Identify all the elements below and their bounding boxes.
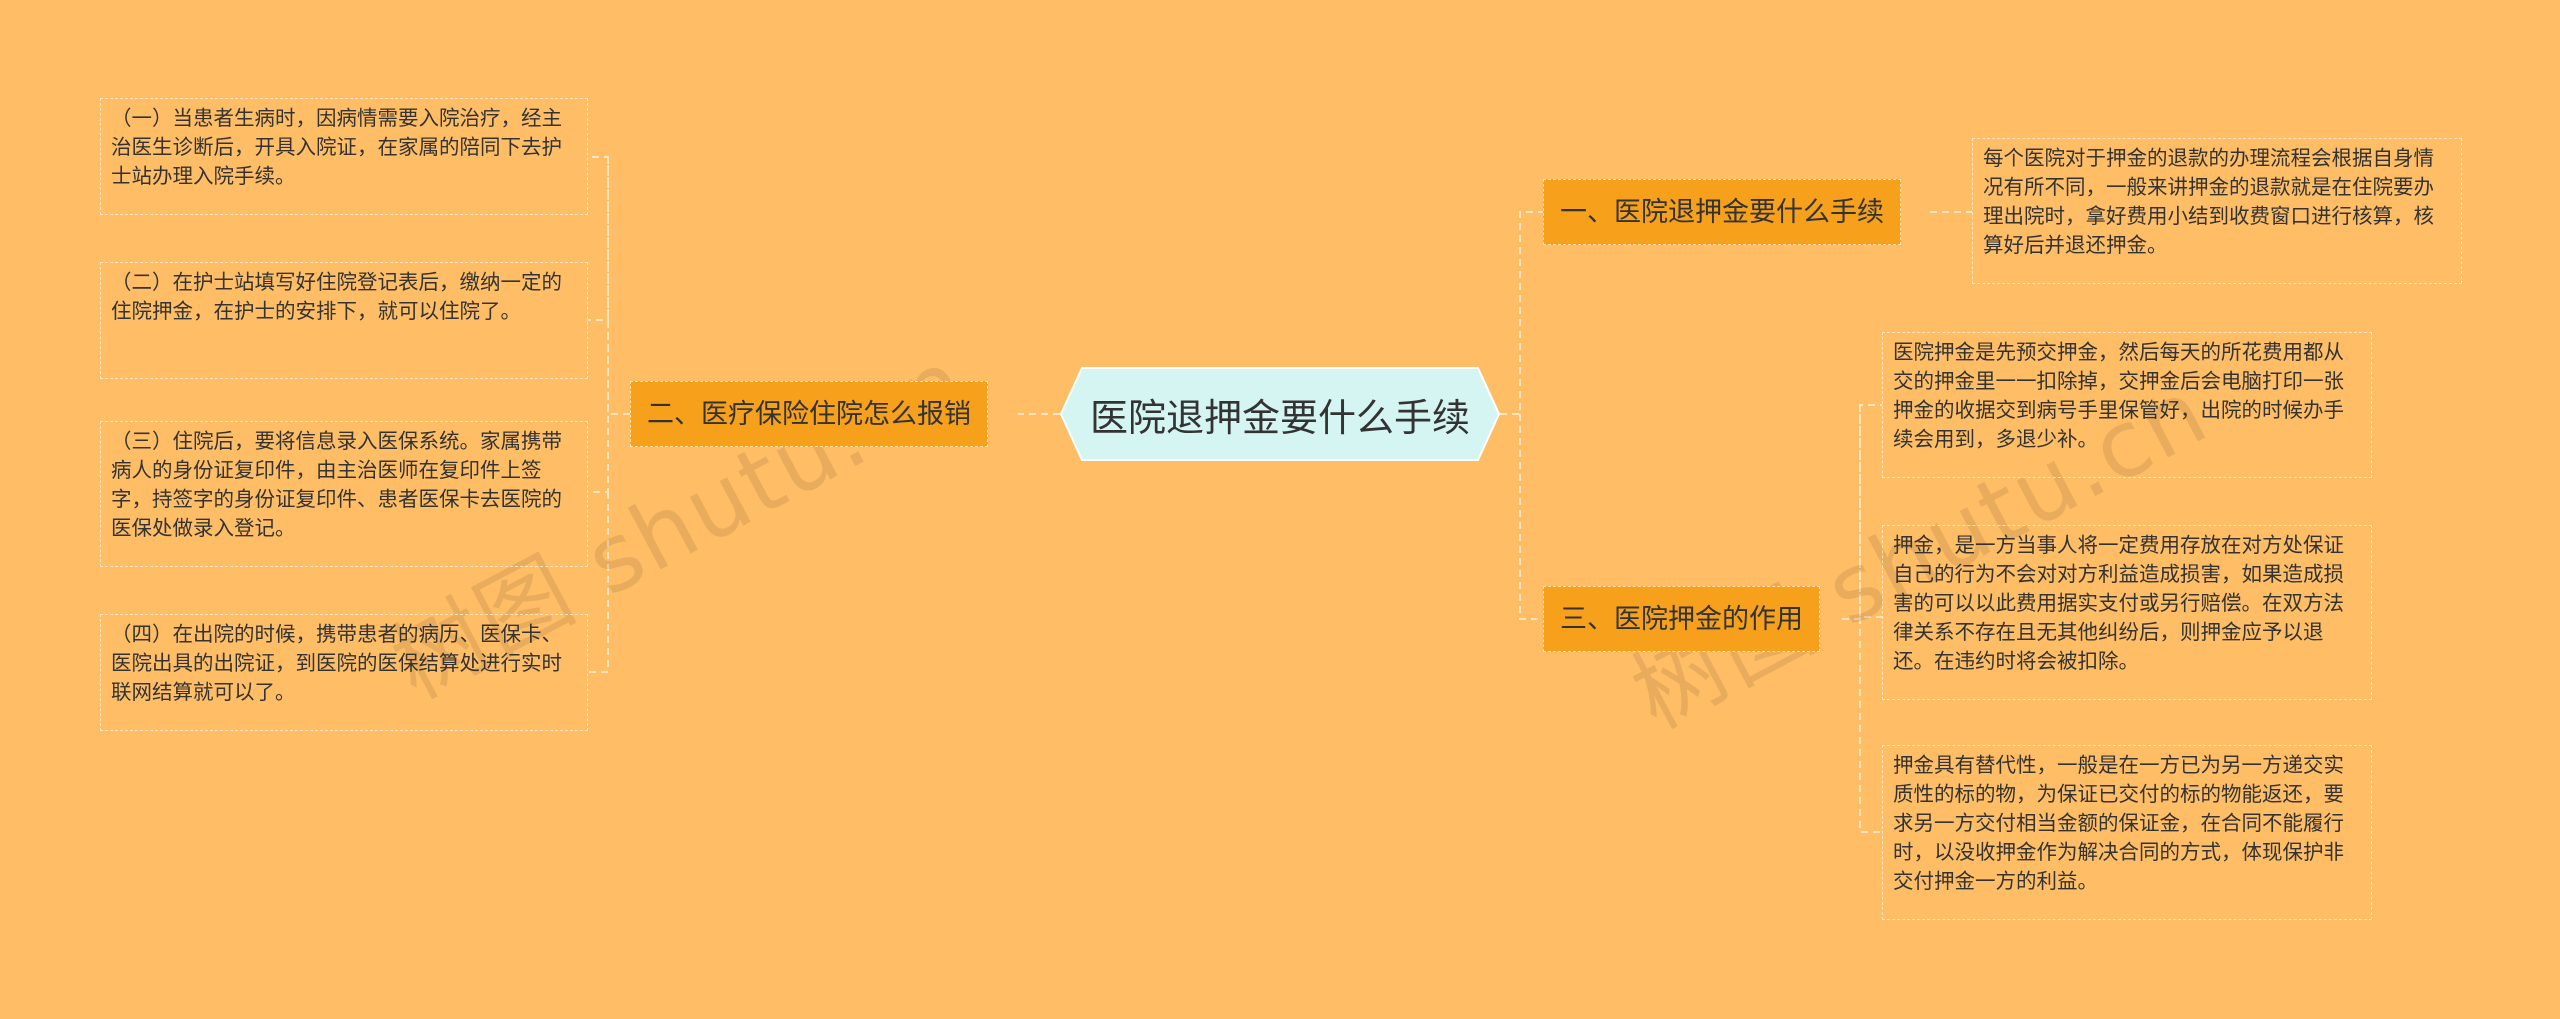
connector-branch3-leaf3 bbox=[1859, 617, 1882, 833]
connector-branch2-leaf1 bbox=[588, 156, 630, 415]
center-node-outline bbox=[1060, 367, 1500, 461]
connector-branch2-leaf4 bbox=[588, 492, 609, 673]
connector-branch3-leaf1 bbox=[1842, 404, 1882, 620]
connector-center-branch3 bbox=[1519, 414, 1543, 620]
branch-node-2[interactable]: 二、医疗保险住院怎么报销 bbox=[630, 381, 988, 447]
connector-center-branch1 bbox=[1500, 211, 1543, 415]
connector-branch2-leaf2 bbox=[588, 157, 609, 321]
leaf-branch2-3: （三）住院后，要将信息录入医保系统。家属携带病人的身份证复印件，由主治医师在复印… bbox=[100, 421, 588, 567]
leaf-branch2-4: （四）在出院的时候，携带患者的病历、医保卡、医院出具的出院证，到医院的医保结算处… bbox=[100, 614, 588, 731]
connector-branch2-leaf3 bbox=[588, 320, 609, 493]
center-node[interactable]: 医院退押金要什么手续 bbox=[1060, 367, 1500, 461]
branch-node-1[interactable]: 一、医院退押金要什么手续 bbox=[1543, 179, 1901, 245]
leaf-branch1-1: 每个医院对于押金的退款的办理流程会根据自身情况有所不同，一般来讲押金的退款就是在… bbox=[1972, 138, 2462, 284]
leaf-branch2-1: （一）当患者生病时，因病情需要入院治疗，经主治医生诊断后，开具入院证，在家属的陪… bbox=[100, 98, 588, 215]
leaf-branch3-2: 押金，是一方当事人将一定费用存放在对方处保证自己的行为不会对对方利益造成损害，如… bbox=[1882, 525, 2372, 700]
leaf-branch2-2: （二）在护士站填写好住院登记表后，缴纳一定的住院押金，在护士的安排下，就可以住院… bbox=[100, 262, 588, 379]
leaf-branch3-3: 押金具有替代性，一般是在一方已为另一方递交实质性的标的物，为保证已交付的标的物能… bbox=[1882, 745, 2372, 920]
leaf-branch3-1: 医院押金是先预交押金，然后每天的所花费用都从交的押金里一一扣除掉，交押金后会电脑… bbox=[1882, 332, 2372, 478]
branch-node-3[interactable]: 三、医院押金的作用 bbox=[1543, 586, 1820, 652]
